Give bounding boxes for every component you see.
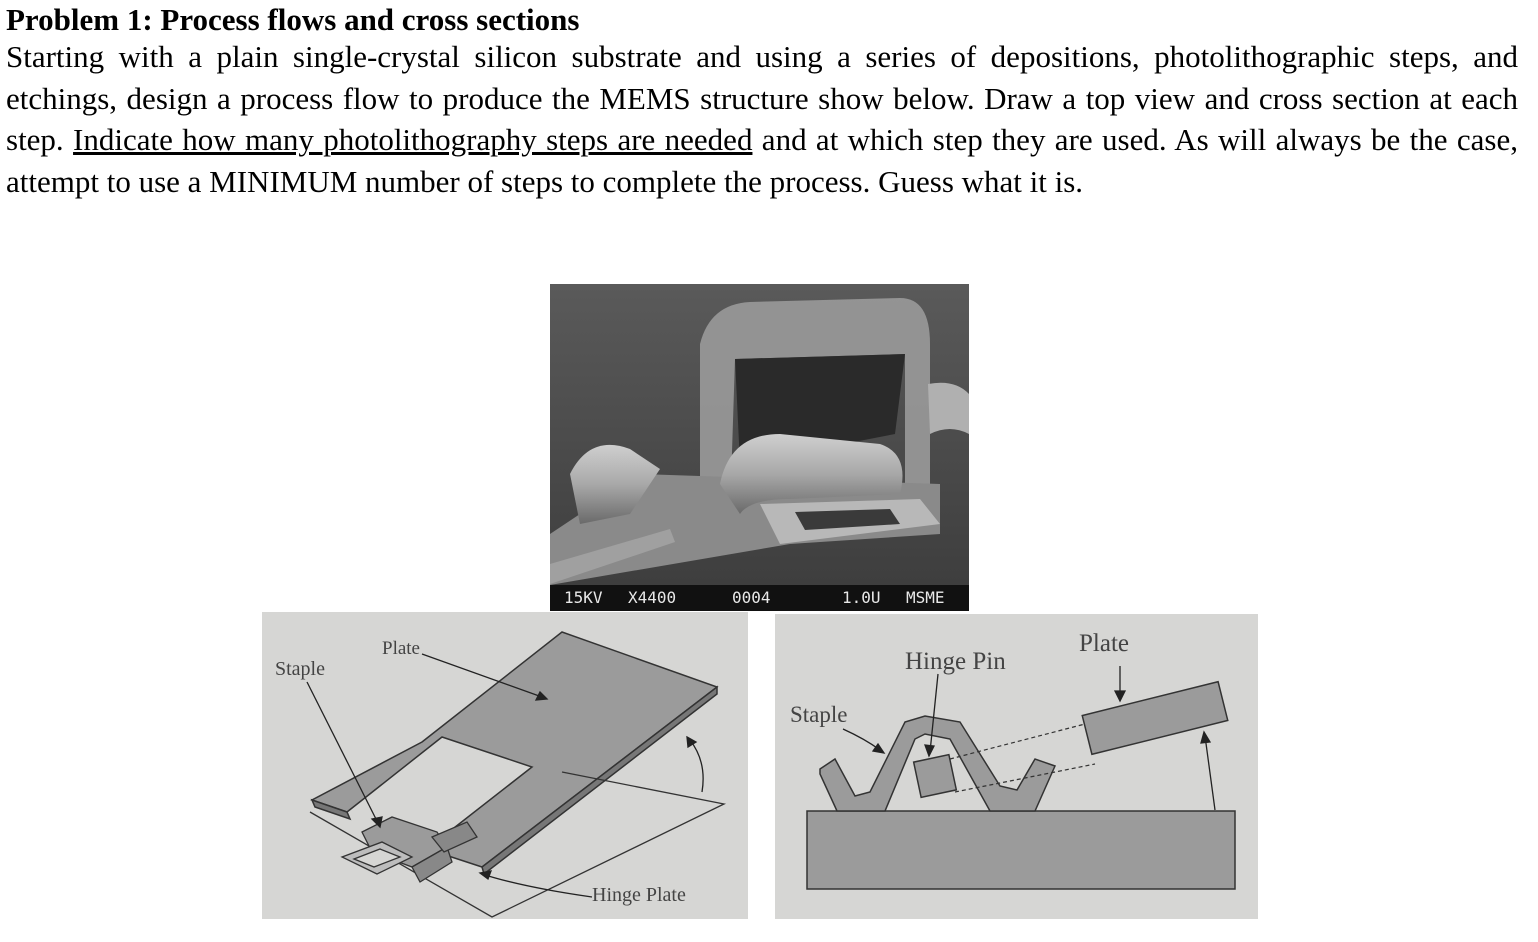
cross-section-diagram: Hinge Pin Plate Staple	[775, 614, 1258, 919]
sem-voltage: 15KV	[564, 588, 603, 607]
isometric-drawing	[306, 631, 727, 918]
label-staple-cross: Staple	[790, 702, 848, 727]
problem-text-part-2: and at which step they are used. As will…	[6, 122, 1519, 199]
problem-text: Starting with a plain single-crystal sil…	[6, 36, 1518, 202]
label-plate: Plate	[382, 638, 420, 659]
sem-lab: MSME	[906, 588, 945, 607]
isometric-diagram: Staple Plate Hinge Plate	[262, 612, 748, 919]
problem-heading: Problem 1: Process flows and cross secti…	[6, 2, 580, 37]
label-plate-cross: Plate	[1079, 630, 1129, 657]
sem-frame: 0004	[732, 588, 771, 607]
sem-magnification: X4400	[628, 588, 677, 607]
label-hinge-plate: Hinge Plate	[592, 884, 686, 906]
sem-caption-bar: 15KV X4400 0004 1.0U MSME	[550, 585, 969, 611]
label-hinge-pin: Hinge Pin	[905, 648, 1006, 675]
problem-text-underlined: Indicate how many photolithography steps…	[73, 122, 753, 157]
sem-scale: 1.0U	[842, 588, 881, 607]
sem-image-drawing	[550, 284, 969, 585]
label-staple: Staple	[275, 658, 325, 680]
problem-text-part-1: Starting with a plain single-crystal sil…	[6, 39, 1518, 157]
cross-section-drawing	[806, 666, 1236, 890]
sem-micrograph: 15KV X4400 0004 1.0U MSME	[550, 284, 969, 611]
